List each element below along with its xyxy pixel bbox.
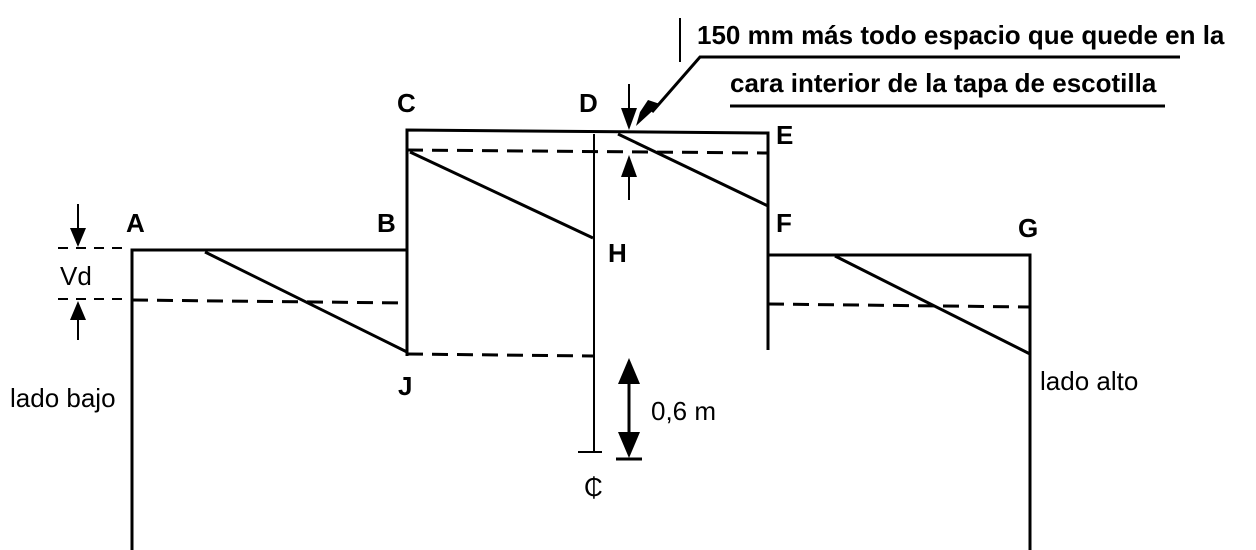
left-hold-slope-line: [204, 250, 408, 354]
hatch-slope-line-right: [617, 132, 769, 208]
left-hold: [130, 236, 594, 550]
low-side-label: lado bajo: [10, 383, 116, 413]
vd-label: Vd: [60, 261, 92, 291]
gap-arrow-top-icon: [621, 108, 637, 130]
hatch-settled-level: [406, 148, 769, 155]
centerline: ₵: [578, 134, 603, 502]
leader-arrow-icon: [636, 100, 660, 126]
height-arrow-down-icon: [618, 432, 640, 458]
hatch-outline: [405, 128, 770, 356]
right-hold: [767, 253, 1032, 550]
right-hold-slope-line: [834, 254, 1031, 356]
height-dimension: 0,6 m: [616, 358, 716, 461]
height-label: 0,6 m: [651, 396, 716, 426]
hatch-slope-line-left: [409, 150, 594, 240]
point-label-j: J: [398, 371, 412, 401]
point-label-h: H: [608, 238, 627, 268]
point-label-d: D: [579, 88, 598, 118]
note-line-2: cara interior de la tapa de escotilla: [730, 68, 1157, 98]
height-arrow-up-icon: [618, 358, 640, 384]
high-side-label: lado alto: [1040, 366, 1138, 396]
right-hold-settled-level: [767, 302, 1031, 309]
leader-line: [650, 55, 1180, 113]
gap-arrow-bottom-icon: [621, 155, 637, 177]
point-label-f: F: [776, 208, 792, 238]
vd-arrow-bottom-icon: [70, 301, 86, 320]
left-hold-settled-level: [131, 298, 408, 305]
vd-arrow-top-icon: [70, 228, 86, 247]
gap-dimension: [621, 18, 1180, 200]
point-label-b: B: [377, 208, 396, 238]
point-label-g: G: [1018, 213, 1038, 243]
point-label-c: C: [397, 88, 416, 118]
note-line-1: 150 mm más todo espacio que quede en la: [697, 20, 1225, 50]
centerline-symbol: ₵: [584, 472, 603, 502]
point-label-a: A: [126, 208, 145, 238]
right-hold-outline: [768, 253, 1032, 550]
point-label-e: E: [776, 120, 793, 150]
vd-dimension: Vd: [58, 204, 128, 340]
level-bj-line: [406, 352, 594, 358]
hatch-coaming: [405, 128, 770, 356]
